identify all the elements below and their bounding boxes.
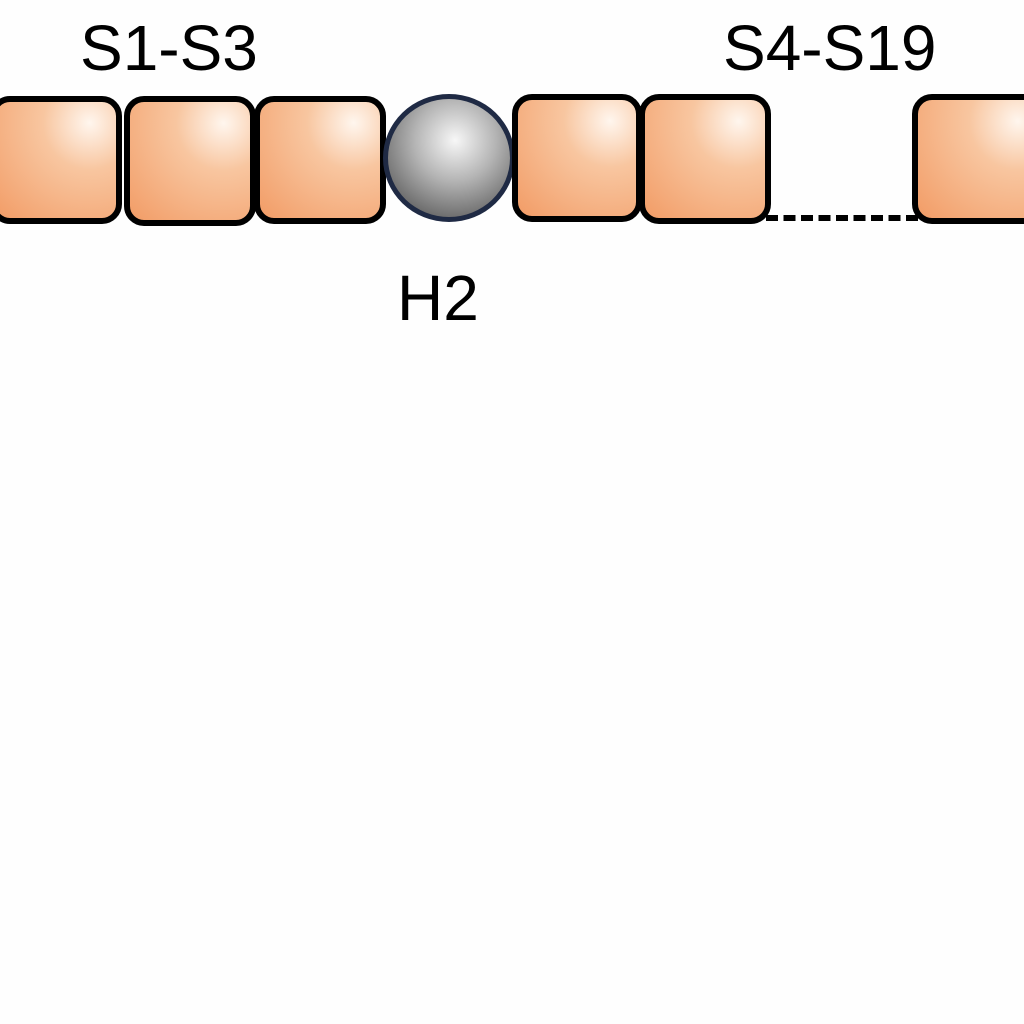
- label-h2: H2: [397, 262, 479, 334]
- segment-s4: [512, 94, 642, 222]
- omitted-segments-connector: [766, 215, 918, 221]
- hinge-h2: [383, 94, 515, 222]
- segment-s3: [254, 96, 386, 224]
- segment-s19: [912, 94, 1024, 224]
- label-s4-s19: S4-S19: [723, 12, 937, 84]
- label-s1-s3: S1-S3: [80, 12, 258, 84]
- segment-s1: [0, 96, 122, 224]
- segment-s5: [639, 94, 771, 224]
- segment-s2: [124, 96, 256, 226]
